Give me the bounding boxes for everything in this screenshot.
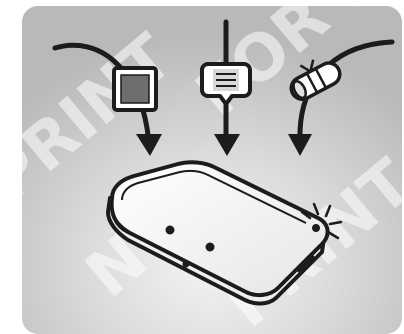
image-thumbnail-icon xyxy=(114,68,156,110)
message-bubble-icon xyxy=(202,64,250,104)
